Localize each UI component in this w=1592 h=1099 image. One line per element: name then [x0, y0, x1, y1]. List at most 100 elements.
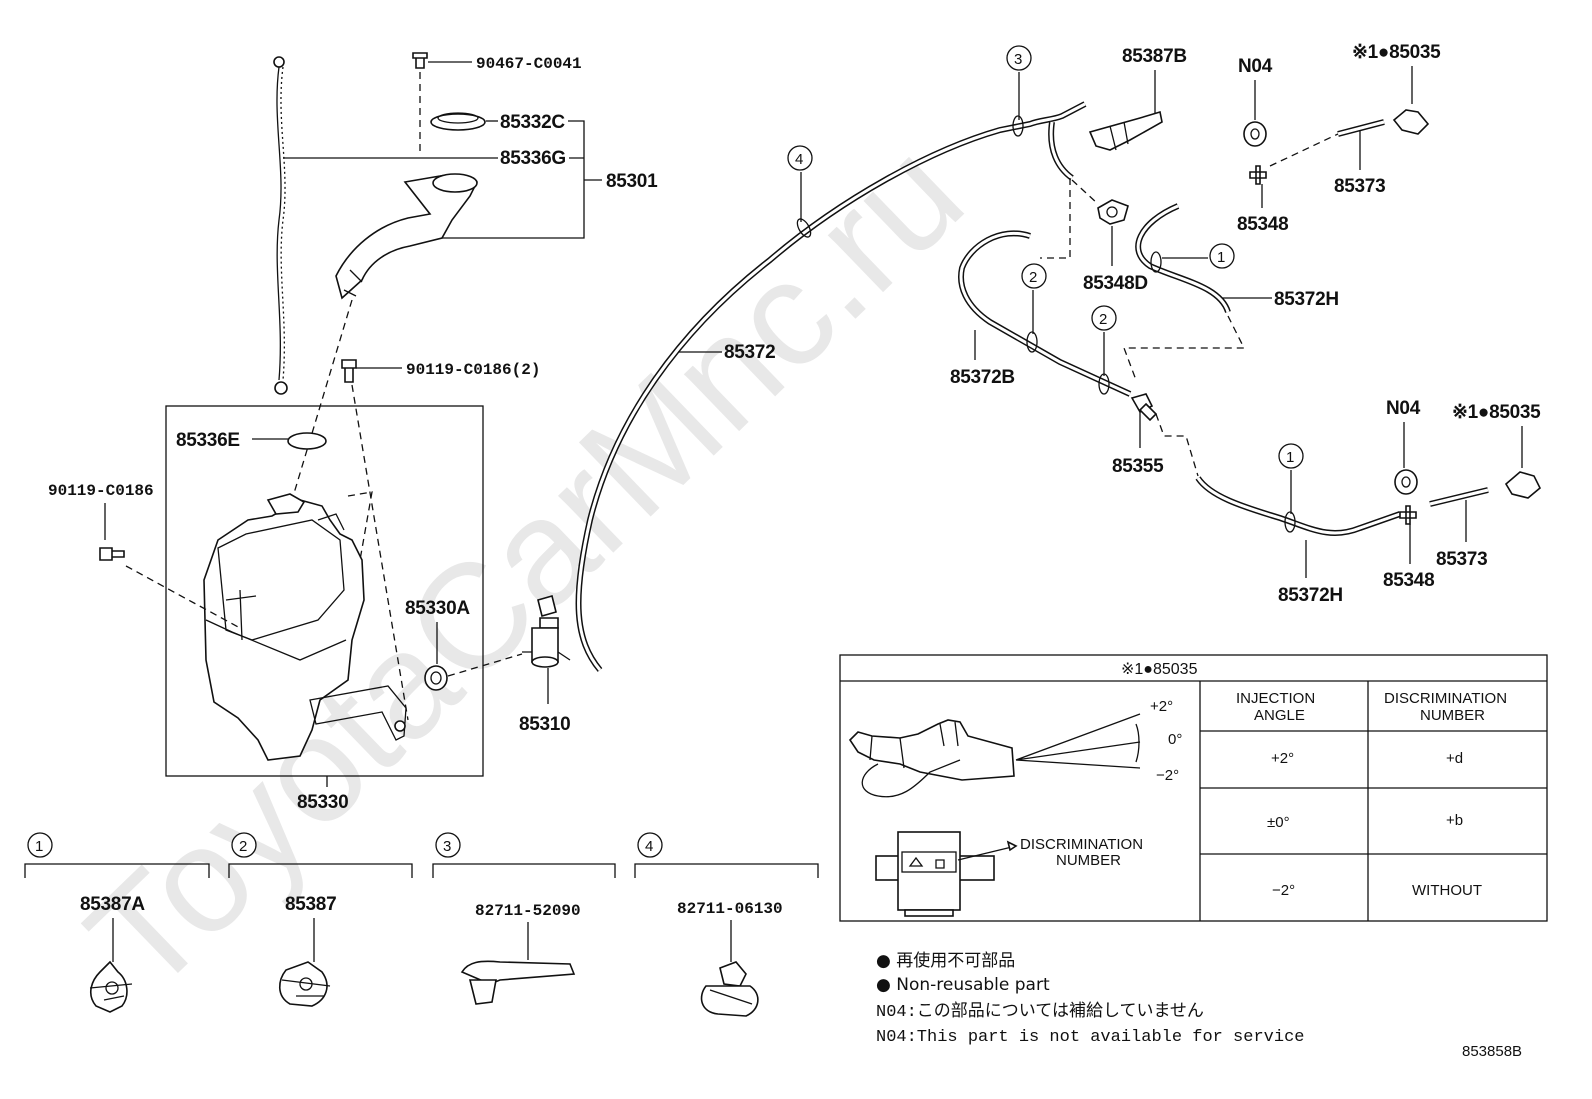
label-85372h-lower: 85372H — [1278, 585, 1343, 606]
label-82711-52090: 82711-52090 — [475, 902, 581, 920]
legend-clamp-4: 4 82711-06130 — [634, 832, 819, 1017]
clamp-2-a — [1026, 331, 1038, 353]
angle-plus-label: +2° — [1150, 698, 1173, 715]
label-85348-lower: 85348 — [1383, 570, 1434, 591]
table-row1-angle: +2° — [1271, 750, 1294, 767]
discrimination-number-label-1: DISCRIMINATION — [1020, 836, 1143, 853]
label-85387: 85387 — [285, 894, 336, 915]
connector-85348-lower-icon — [1399, 505, 1417, 525]
hose-85372 — [575, 101, 1087, 672]
label-90119-c0186-2: 90119-C0186(2) — [406, 361, 540, 379]
table-row2-number: +b — [1446, 812, 1463, 829]
connector-85348-top-icon — [1249, 165, 1267, 185]
clamp-85387-icon — [278, 961, 331, 1007]
clamp-1-top — [1150, 251, 1162, 273]
label-85035-top: ※1●85035 — [1352, 42, 1441, 63]
callout-4-top: 4 — [787, 145, 813, 171]
label-85387b: 85387B — [1122, 46, 1187, 67]
clip-90467-icon — [412, 52, 428, 155]
clamp-3-on-hose — [1012, 115, 1024, 137]
table-col2-header-1: DISCRIMINATION — [1384, 690, 1507, 707]
label-85348d: 85348D — [1083, 273, 1148, 294]
check-valve-n04-top-icon — [1243, 121, 1267, 147]
table-row1-number: +d — [1446, 750, 1463, 767]
label-85301: 85301 — [606, 171, 658, 192]
callout-2-b: 2 — [1091, 305, 1117, 331]
svg-text:1: 1 — [1217, 249, 1225, 266]
check-valve-n04-lower-icon — [1394, 469, 1418, 495]
hose-85373-lower — [1429, 487, 1489, 507]
table-row3-angle: −2° — [1272, 882, 1295, 899]
legend-clamp-3: 3 82711-52090 — [432, 832, 616, 1005]
svg-text:3: 3 — [443, 838, 451, 855]
callout-2-a: 2 — [1021, 263, 1047, 289]
label-85336g: 85336G — [500, 148, 566, 169]
angle-minus-label: −2° — [1156, 767, 1179, 784]
svg-text:2: 2 — [239, 838, 247, 855]
joint-85348d-icon — [1097, 199, 1129, 225]
label-85387a: 85387A — [80, 894, 145, 915]
label-85348-top: 85348 — [1237, 214, 1288, 235]
label-n04-lower: N04 — [1386, 398, 1421, 419]
nozzle-side-view-icon — [848, 719, 1015, 798]
table-row3-number: WITHOUT — [1412, 882, 1482, 899]
callout-1-right-lower: 1 — [1278, 443, 1304, 469]
label-90467-c0041: 90467-C0041 — [476, 55, 582, 73]
clamp-4-on-hose — [796, 218, 812, 238]
clip-82711-06130-icon — [700, 961, 759, 1017]
callout-3-legend: 3 — [435, 832, 461, 858]
label-90119-c0186: 90119-C0186 — [48, 482, 154, 500]
label-85330: 85330 — [297, 792, 348, 813]
callout-3-top: 3 — [1006, 45, 1032, 71]
hose-85373-top — [1337, 119, 1385, 137]
legend-clamp-1: 1 85387A — [24, 832, 210, 1013]
grommet-85330a-icon — [424, 665, 448, 691]
nozzle-angle-table: ※1●85035 INJECTION ANGLE DISCRIMINATION … — [839, 654, 1548, 922]
label-n04-top: N04 — [1238, 56, 1273, 77]
table-col1-header-2: ANGLE — [1254, 707, 1305, 724]
svg-text:2: 2 — [1029, 269, 1037, 286]
label-85336e: 85336E — [176, 430, 240, 451]
note-non-reusable-jp: ● 再使用不可部品 — [876, 950, 1015, 971]
label-85330a: 85330A — [405, 598, 470, 619]
table-title: ※1●85035 — [1121, 661, 1198, 678]
note-non-reusable-en: ● Non-reusable part — [876, 975, 1050, 995]
note-n04-en: N04:This part is not available for servi… — [876, 1028, 1304, 1047]
label-85310: 85310 — [519, 714, 570, 735]
label-85035-lower: ※1●85035 — [1452, 402, 1541, 423]
label-85372h-top: 85372H — [1274, 289, 1339, 310]
bolt-90119-icon — [99, 547, 125, 561]
hose-85372h-lower — [1195, 476, 1401, 537]
clamp-85387a-icon — [89, 960, 133, 1013]
label-85373-top: 85373 — [1334, 176, 1385, 197]
svg-text:4: 4 — [795, 151, 803, 168]
label-85372: 85372 — [724, 342, 775, 363]
callout-4-legend: 4 — [637, 832, 663, 858]
hose-85372b — [958, 230, 1132, 397]
angle-zero-label: 0° — [1168, 731, 1182, 748]
washer-tank-icon — [203, 491, 407, 761]
hose-85372h-top — [1135, 203, 1231, 314]
gasket-85336e-icon — [287, 432, 327, 450]
clip-82711-52090-icon — [460, 960, 576, 1005]
svg-text:2: 2 — [1099, 311, 1107, 328]
strap-85336g — [273, 56, 288, 395]
label-85373-lower: 85373 — [1436, 549, 1487, 570]
callout-1-right-top: 1 — [1209, 243, 1235, 269]
svg-text:1: 1 — [35, 838, 43, 855]
filler-pipe-icon — [335, 173, 478, 300]
svg-text:4: 4 — [645, 838, 653, 855]
legend-clamp-2: 2 85387 — [228, 832, 413, 1007]
tank-assembly-box — [165, 405, 484, 777]
nozzle-front-view-icon — [875, 831, 995, 917]
discrimination-number-label-2: NUMBER — [1056, 852, 1121, 869]
label-85355: 85355 — [1112, 456, 1164, 477]
washer-pump-icon — [522, 595, 571, 668]
nozzle-85035-lower-icon — [1504, 471, 1541, 499]
clip-85387b-icon — [1088, 110, 1163, 151]
connector-85355-icon — [1130, 393, 1158, 422]
note-n04-jp: N04:この部品については補給していません — [876, 1001, 1204, 1022]
label-82711-06130: 82711-06130 — [677, 900, 783, 918]
table-row2-angle: ±0° — [1267, 814, 1290, 831]
